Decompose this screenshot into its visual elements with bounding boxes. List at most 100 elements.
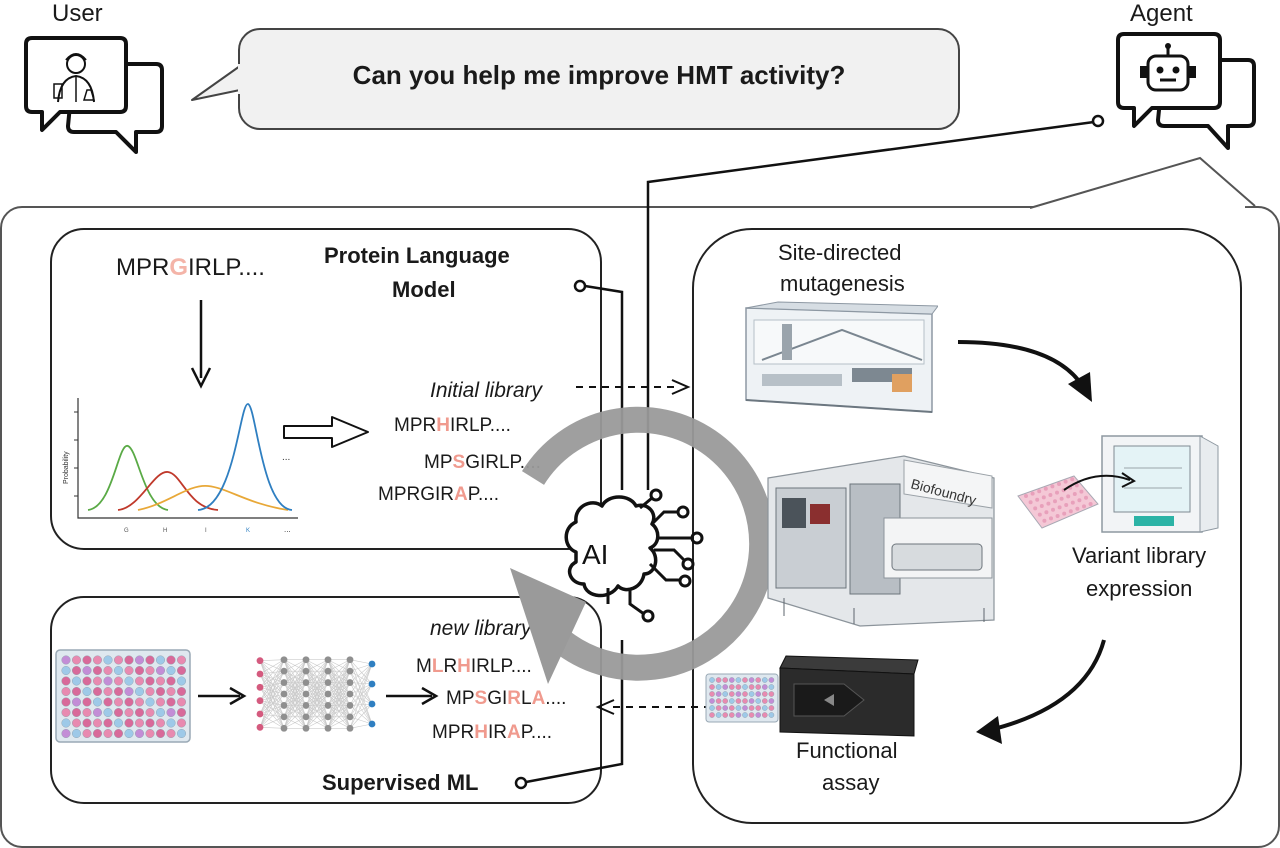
new-seq-3-p0: MPR [432, 722, 475, 743]
well [61, 697, 71, 707]
well [1072, 492, 1077, 496]
well [762, 705, 768, 711]
well [1035, 497, 1040, 502]
well [176, 708, 186, 718]
well [72, 655, 82, 665]
hollow-arrow [283, 416, 369, 448]
well [709, 712, 715, 718]
well [155, 687, 165, 697]
well [1043, 486, 1048, 491]
new-seq-3-p3: A [506, 722, 521, 743]
nn-node [280, 656, 288, 664]
down-arrow [190, 300, 212, 389]
well [93, 718, 103, 728]
nn-node [256, 697, 264, 705]
well [1030, 491, 1035, 496]
input-seq-pre: MPR [116, 254, 170, 281]
nn-node [346, 667, 354, 675]
plm-panel [50, 228, 602, 550]
new-seq-1-p0: M [416, 656, 432, 677]
nn-node [256, 723, 264, 731]
nn-node [280, 724, 288, 732]
well [134, 697, 144, 707]
well [82, 655, 92, 665]
nn-node [256, 670, 264, 678]
well [762, 712, 768, 718]
well [742, 684, 748, 690]
well [124, 676, 134, 686]
well [748, 677, 755, 683]
initial-library-label: Initial library [430, 379, 543, 402]
well [145, 676, 155, 686]
well [1046, 501, 1051, 506]
well [134, 655, 144, 665]
well [145, 697, 155, 707]
well [61, 728, 71, 738]
assay-line1: Functional [796, 738, 898, 763]
new-seq-2-p5: A [531, 688, 546, 709]
plate-reader [779, 655, 919, 737]
new-seq-3-p1: H [474, 722, 488, 743]
agent-callout-tail [1029, 156, 1256, 212]
well [755, 684, 762, 690]
well [61, 666, 71, 676]
well [768, 677, 775, 683]
well [176, 676, 186, 686]
well [728, 684, 735, 690]
initial-seq-2: MPSGIRLP.... [424, 452, 541, 474]
plm-title-line2: Model [392, 277, 456, 302]
initial-seq-3: MPRGIRAP.... [378, 484, 499, 506]
well [715, 705, 722, 711]
well [748, 691, 755, 697]
well [755, 712, 762, 718]
well [1079, 489, 1084, 494]
well [103, 687, 113, 697]
well [1037, 489, 1042, 494]
well [72, 687, 82, 697]
well [735, 698, 742, 704]
nn-node [280, 702, 288, 709]
well-plate-pink [1017, 475, 1099, 529]
variant-line2: expression [1086, 576, 1193, 601]
nn-node [256, 657, 264, 665]
well [1042, 518, 1047, 523]
well [1063, 479, 1068, 484]
well [82, 687, 92, 697]
neural-network-icon [256, 656, 376, 732]
well [61, 676, 71, 686]
well [176, 718, 186, 728]
well [1051, 507, 1055, 512]
well [1062, 511, 1067, 516]
well [768, 712, 775, 718]
well [155, 676, 165, 686]
well [709, 698, 715, 704]
well [114, 708, 124, 718]
well [1041, 495, 1046, 500]
well [114, 728, 124, 738]
well [72, 708, 82, 718]
well [176, 687, 186, 697]
well [124, 697, 134, 707]
variant-line1: Variant library [1072, 543, 1207, 568]
well [748, 684, 755, 690]
well [748, 705, 755, 711]
well [1077, 498, 1082, 503]
well [1059, 496, 1064, 501]
new-seq-1: MLRHIRLP.... [416, 656, 532, 678]
well [1057, 482, 1061, 486]
initial-seq-3-pre: MPRGIR [378, 484, 454, 505]
nn-node [302, 679, 310, 686]
initial-seq-3-post: P.... [467, 484, 500, 505]
well [715, 698, 722, 704]
well [1074, 483, 1079, 488]
well [709, 677, 715, 683]
well [1048, 493, 1053, 497]
new-seq-2-p2: GI [487, 688, 508, 709]
nn-node [302, 724, 310, 732]
well [166, 666, 176, 676]
well [1070, 477, 1075, 482]
nn-node [324, 690, 332, 698]
new-seq-2: MPSGIRLA.... [446, 688, 566, 710]
ai-label: AI [582, 539, 608, 570]
well [728, 691, 735, 697]
